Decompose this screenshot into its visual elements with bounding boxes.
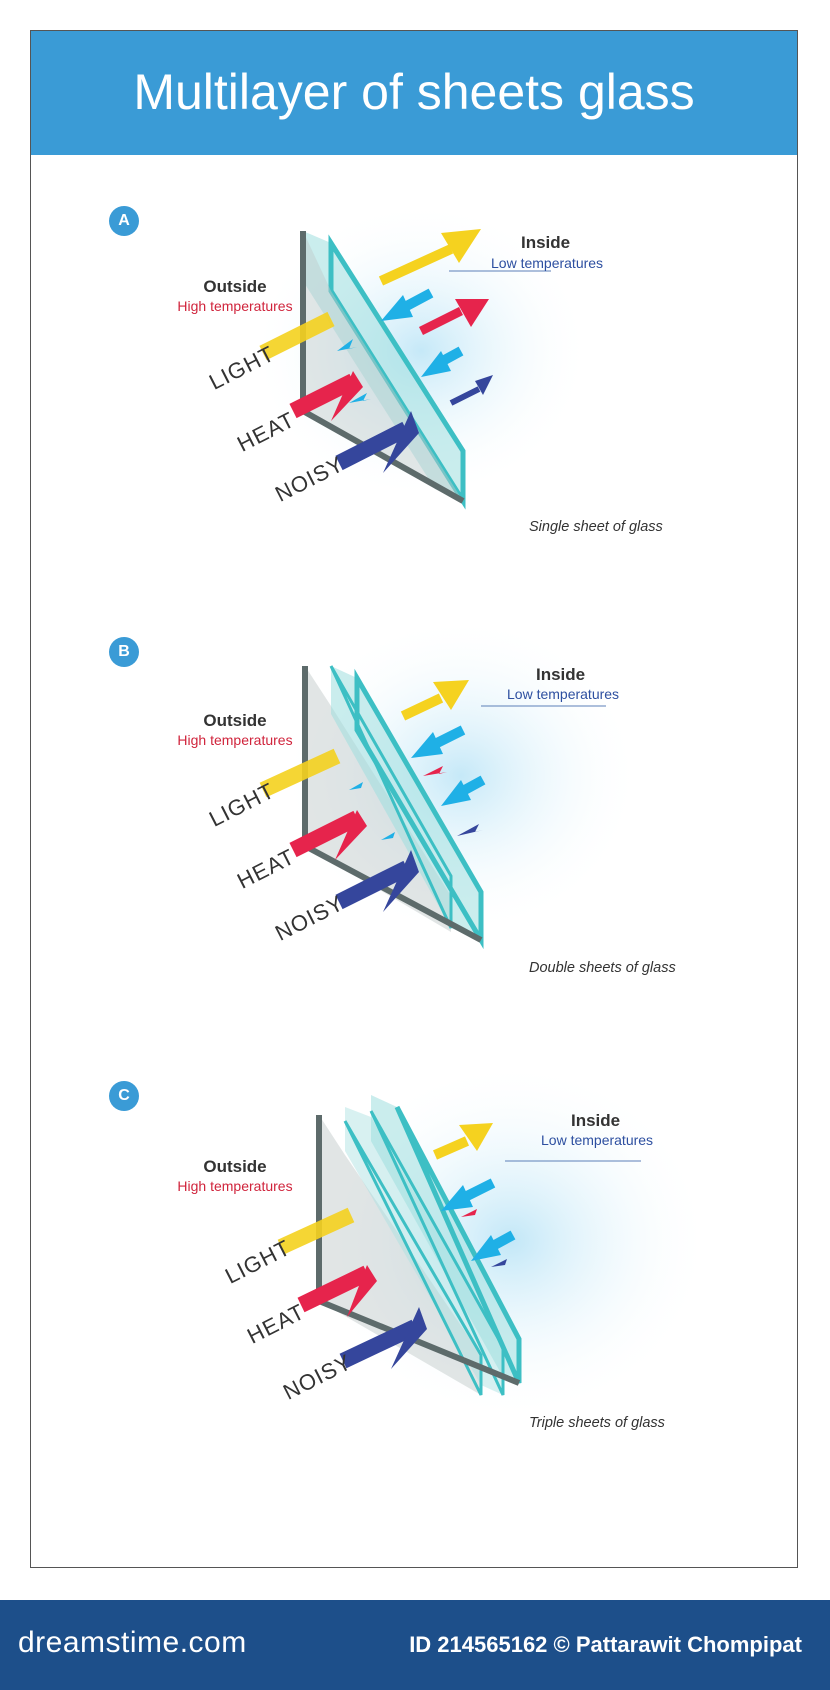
glass-pane-back: [319, 1115, 481, 1395]
reflected-arrow-3: [349, 782, 363, 790]
inside-subtitle: Low temperatures: [491, 255, 604, 271]
heat-arrow-out: [423, 766, 447, 776]
glass-illustration-single: [251, 201, 591, 510]
glass-illustration-triple: [277, 1061, 711, 1421]
panel-c: C Outside High temperatures Inside Low t…: [31, 1051, 797, 1551]
outside-title: Outside: [203, 277, 267, 296]
panel-a: A Outside High temperatures Inside Low t…: [31, 171, 797, 641]
glass-frame-middle: [369, 1110, 505, 1396]
reflected-arrow-4: [381, 832, 395, 840]
inside-title: Inside: [536, 665, 586, 684]
marker-b: B: [109, 637, 139, 667]
panel-b: B Outside High temperatures Inside Low t…: [31, 606, 797, 1076]
outside-title: Outside: [203, 1157, 267, 1176]
noisy-arrow-out: [491, 1259, 507, 1267]
outside-subtitle: High temperatures: [177, 1178, 293, 1194]
reflected-arrow-3: [337, 339, 357, 351]
glass-frame-front: [394, 1105, 522, 1385]
diagram-frame: Multilayer of sheets glass: [30, 30, 798, 1568]
light-arrow-in: [259, 311, 335, 361]
noisy-arrow-in: [339, 1319, 419, 1369]
noisy-arrow-out: [457, 824, 483, 836]
light-arrow-out: [432, 1136, 470, 1160]
light-arrow-out: [400, 693, 444, 721]
heat-arrow-out: [461, 1209, 477, 1217]
outside-subtitle: High temperatures: [177, 298, 293, 314]
inside-title: Inside: [521, 233, 571, 252]
heat-arrow-in: [289, 373, 357, 419]
page-title: Multilayer of sheets glass: [133, 64, 695, 120]
caption: Single sheet of glass: [529, 519, 663, 535]
noisy-arrow-out: [449, 386, 481, 406]
brand-logo-text: dreamstime.com: [18, 1626, 247, 1659]
heat-arrow-in: [297, 1265, 371, 1313]
outside-subtitle: High temperatures: [177, 732, 293, 748]
light-arrow-out: [378, 244, 454, 286]
caption: Triple sheets of glass: [529, 1415, 665, 1431]
glass-frame-middle: [329, 665, 453, 929]
caption: Double sheets of glass: [529, 960, 676, 976]
image-credit: ID 214565162 © Pattarawit Chompipat: [409, 1632, 802, 1657]
marker-a: A: [109, 206, 139, 236]
glass-illustration-double: [259, 616, 641, 950]
inside-title: Inside: [571, 1111, 621, 1130]
light-arrow-in: [259, 748, 341, 798]
noisy-arrow-in: [335, 421, 410, 471]
heat-arrow-out: [418, 306, 464, 336]
heat-arrow-in: [289, 810, 361, 858]
marker-c: C: [109, 1081, 139, 1111]
outside-title: Outside: [203, 711, 267, 730]
inside-subtitle: Low temperatures: [507, 686, 620, 702]
footer-bar: dreamstime.com ID 214565162 © Pattarawit…: [0, 1600, 830, 1690]
inside-subtitle: Low temperatures: [541, 1132, 654, 1148]
glass-frame-rear: [343, 1120, 483, 1396]
reflected-arrow-4: [349, 393, 371, 403]
light-arrow-in: [277, 1207, 355, 1255]
noisy-arrow-in: [335, 860, 411, 910]
title-banner: Multilayer of sheets glass: [31, 31, 797, 155]
